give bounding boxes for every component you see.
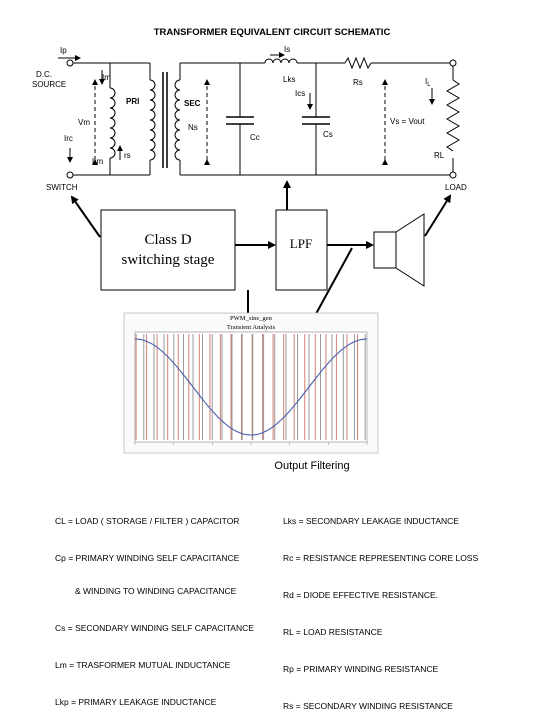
waveform-plot: PWM_sine_gen Transient Analysis [123,312,379,454]
secondary-winding [174,79,181,161]
waveform-title-1: PWM_sine_gen [230,315,273,322]
speaker-icon [373,213,425,287]
pwm-pulses [135,334,366,440]
diagram-canvas: TRANSFORMER EQUIVALENT CIRCUIT SCHEMATIC [32,27,467,472]
label-rs-small: rs [124,151,131,160]
label-dc-1: D.C. [36,70,52,79]
terminal-load-top [449,59,457,67]
lpf-block [275,209,328,291]
lpf-label: LPF [290,236,312,251]
legend-left: CL = LOAD ( STORAGE / FILTER ) CAPACITOR… [55,494,285,719]
label-switch: SWITCH [46,183,78,192]
schematic-labels: Ip D.C. SOURCE Im Vm PRI SEC Lm rs Irc N… [32,45,467,192]
legend-rd: Rd = DIODE EFFECTIVE RESISTANCE. [283,590,438,600]
terminal-switch [66,171,74,179]
legend-rs: Rs = SECONDARY WINDING RESISTANCE [283,701,453,711]
label-il: IL [425,77,431,88]
arrow-classd-to-switch [70,195,101,238]
legend-cs: Cs = SECONDARY WINDING SELF CAPACITANCE [55,623,254,633]
rl-resistor [446,79,460,152]
class-d-label-2: switching stage [122,252,215,268]
label-dc-2: SOURCE [32,80,66,89]
label-im: Im [102,73,111,82]
legend-rp: Rp = PRIMARY WINDING RESISTANCE [283,664,439,674]
label-vs: Vs = Vout [390,117,425,126]
arrow-speaker-to-load [424,194,452,237]
label-is: Is [284,45,290,54]
rs-resistor [344,56,372,70]
lm-inductor [109,87,116,159]
label-ics: Ics [295,89,305,98]
transformer-schematic [66,56,460,179]
label-vm: Vm [78,118,90,127]
legend-cp: Cp = PRIMARY WINDING SELF CAPACITANCE [55,553,240,563]
label-cc: Cc [250,133,260,142]
primary-winding [149,79,156,161]
waveform-title-2: Transient Analysis [227,324,276,331]
label-lm: Lm [92,157,103,166]
label-pri: PRI [126,97,139,106]
waveform-ticks [134,442,368,445]
label-load: LOAD [445,183,467,192]
label-irc: Irc [64,134,73,143]
label-lks: Lks [283,75,295,84]
waveform-caption: Output Filtering [274,460,349,472]
terminal-load [449,171,457,179]
legend-cp-2: & WINDING TO WINDING CAPACITANCE [75,586,237,596]
label-rs: Rs [353,78,363,87]
label-sec: SEC [184,99,201,108]
label-cs: Cs [323,130,333,139]
legend-rc: Rc = RESISTANCE REPRESENTING CORE LOSS [283,553,479,563]
label-rl: RL [434,151,445,160]
legend-lm: Lm = TRASFORMER MUTUAL INDUCTANCE [55,660,231,670]
voltage-arrows [58,52,435,165]
legend-lkp: Lkp = PRIMARY LEAKAGE INDUCTANCE [55,697,217,707]
lks-inductor [264,58,298,64]
legend-cl: CL = LOAD ( STORAGE / FILTER ) CAPACITOR [55,516,240,526]
legend-right: Lks = SECONDARY LEAKAGE INDUCTANCE Rc = … [283,494,533,723]
label-ns: Ns [188,123,198,132]
terminal-dc-top [66,59,74,67]
legend-rl: RL = LOAD RESISTANCE [283,627,383,637]
class-d-label-1: Class D [144,232,191,248]
class-d-block [100,209,236,291]
legend-lks: Lks = SECONDARY LEAKAGE INDUCTANCE [283,516,459,526]
sine-output-curve [134,338,368,436]
diagram-title: TRANSFORMER EQUIVALENT CIRCUIT SCHEMATIC [154,27,391,38]
label-ip: Ip [60,46,67,55]
